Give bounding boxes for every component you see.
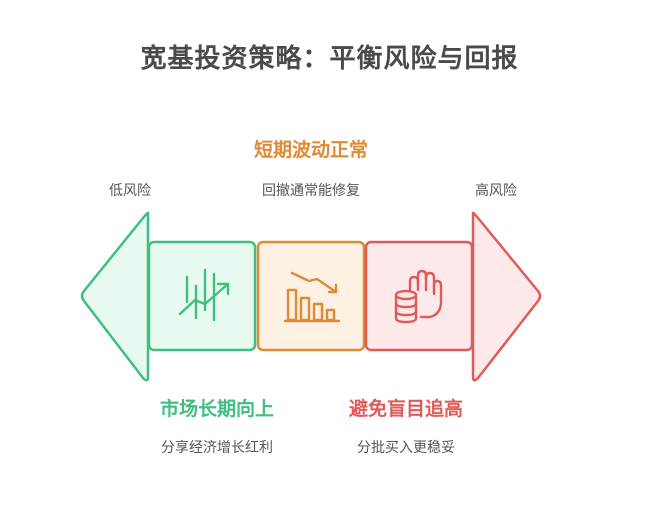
hand-stop-coins-icon — [394, 269, 443, 324]
segment-medium-risk — [256, 240, 366, 352]
segment-high-risk — [364, 240, 474, 352]
segment-low-risk — [147, 240, 257, 352]
bottom-right-subtitle: 分批买入更稳妥 — [357, 440, 455, 456]
right-end-label: 高风险 — [475, 183, 517, 199]
right-arrow-head — [471, 211, 542, 382]
growth-chart-icon — [178, 268, 230, 322]
bottom-left-subtitle: 分享经济增长红利 — [161, 440, 273, 456]
top-subtitle: 回撤通常能修复 — [262, 183, 360, 199]
diagram-title: 宽基投资策略：平衡风险与回报 — [140, 44, 519, 74]
declining-bar-chart-icon — [283, 271, 341, 323]
top-heading: 短期波动正常 — [253, 139, 369, 161]
left-arrow-head — [80, 211, 150, 382]
bottom-right-heading: 避免盲目追高 — [348, 398, 464, 420]
left-end-label: 低风险 — [109, 183, 151, 199]
bottom-left-heading: 市场长期向上 — [159, 398, 275, 420]
